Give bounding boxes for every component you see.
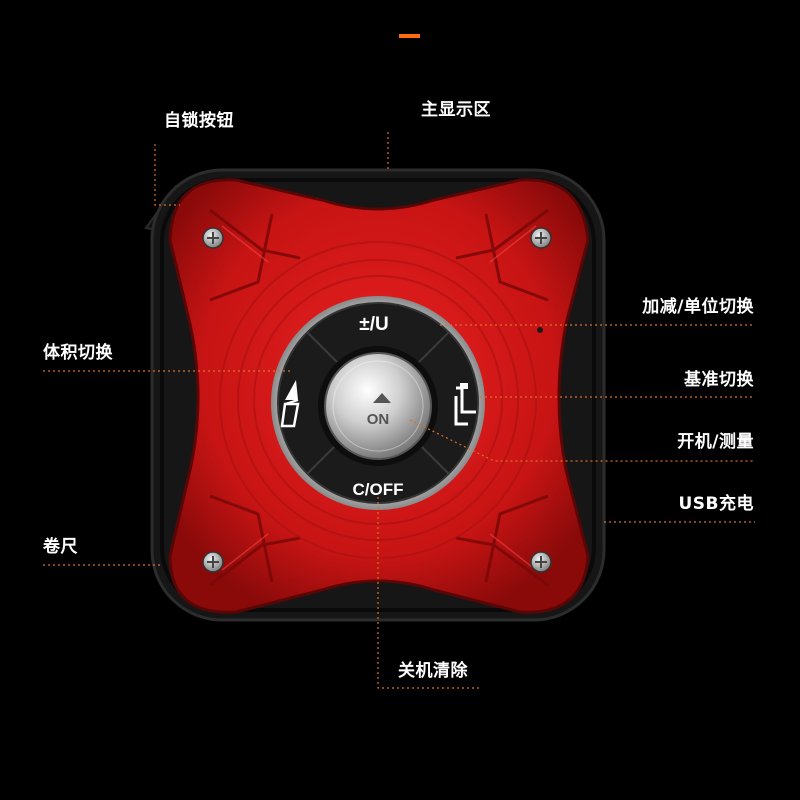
label-reference-switch: 基准切换 xyxy=(684,370,754,390)
label-tape-measure: 卷尺 xyxy=(43,537,78,557)
label-power-off-clear: 关机清除 xyxy=(398,661,468,681)
label-volume-switch: 体积切换 xyxy=(43,343,113,363)
up-triangle-icon xyxy=(373,393,391,403)
label-self-lock-button: 自锁按钮 xyxy=(164,111,234,131)
screw-top-right xyxy=(530,227,552,249)
reference-bracket-icon[interactable] xyxy=(454,383,476,426)
label-main-display: 主显示区 xyxy=(421,100,491,120)
volume-prism-icon[interactable] xyxy=(280,380,300,428)
power-measure-button[interactable] xyxy=(324,352,432,460)
label-add-sub-unit: 加减/单位切换 xyxy=(642,297,754,317)
power-off-clear-button[interactable]: C/OFF xyxy=(353,480,404,499)
leader-lines xyxy=(43,132,755,689)
screw-bottom-left xyxy=(202,551,224,573)
center-button-label: ON xyxy=(367,411,390,428)
screw-bottom-right xyxy=(530,551,552,573)
label-usb-charging: USB充电 xyxy=(678,494,754,514)
add-sub-unit-button[interactable]: ±/U xyxy=(359,314,388,335)
label-power-measure: 开机/测量 xyxy=(677,432,754,452)
indicator-dot xyxy=(537,327,543,333)
accent-mark xyxy=(399,34,420,38)
screw-top-left xyxy=(202,227,224,249)
